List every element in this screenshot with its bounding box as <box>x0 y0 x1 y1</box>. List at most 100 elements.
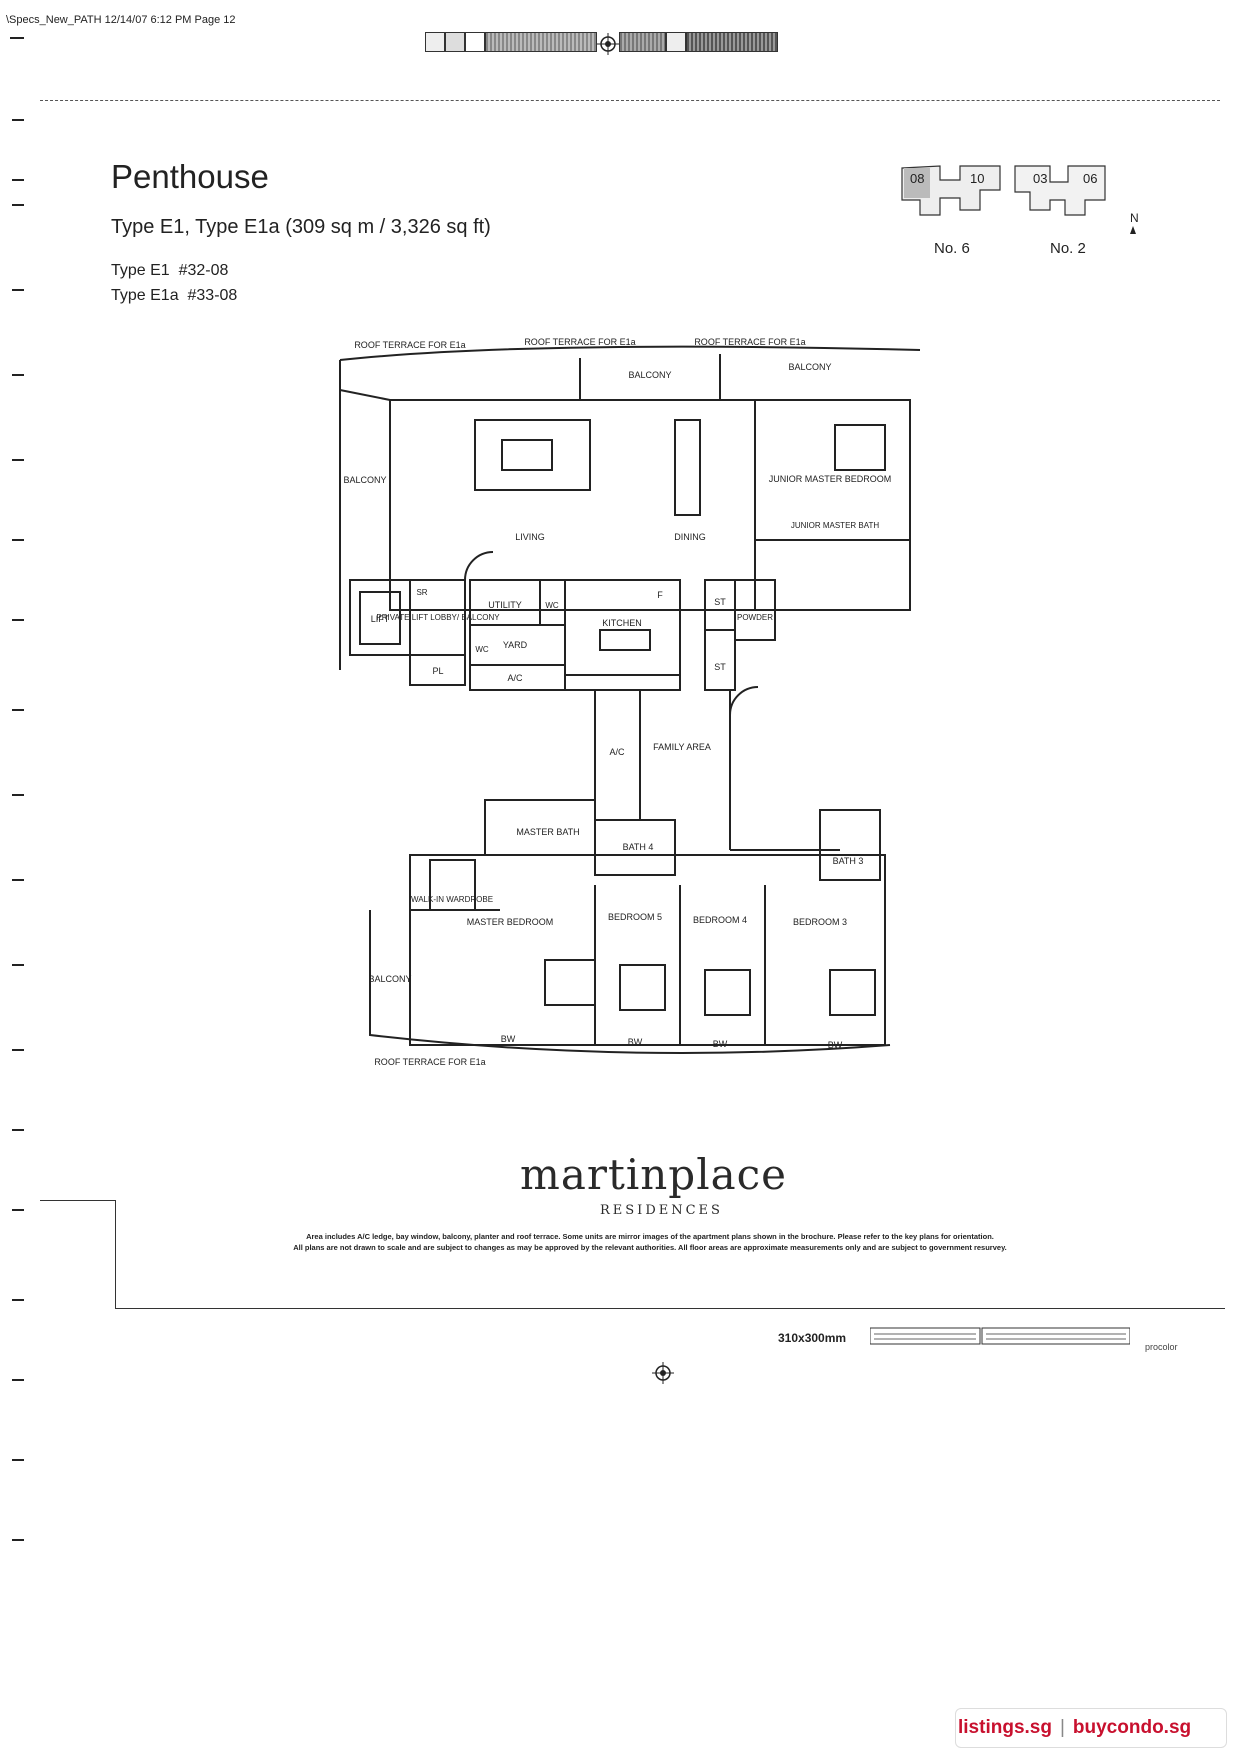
lower-block-wall <box>409 854 886 1046</box>
unit-number: #33-08 <box>187 287 238 304</box>
label-walk-in-wardrobe: WALK-IN WARDROBE <box>411 895 493 904</box>
dining-table <box>674 419 701 516</box>
label-balcony: BALCONY <box>628 370 671 380</box>
door-swing <box>729 686 759 716</box>
label-fridge: F <box>657 590 663 600</box>
label-bay-window: BW <box>628 1037 643 1047</box>
colorbar-cell <box>686 32 778 52</box>
label-bedroom5: BEDROOM 5 <box>608 912 662 922</box>
label-kitchen: KITCHEN <box>602 618 642 628</box>
kitchen-wall <box>564 579 681 691</box>
north-arrow-icon <box>1130 226 1136 234</box>
label-roof-terrace: ROOF TERRACE FOR E1a <box>354 340 465 350</box>
trim-line <box>40 1200 115 1201</box>
label-bath4: BATH 4 <box>623 842 654 852</box>
upper-block-wall <box>389 399 911 611</box>
colorbar-cell <box>485 32 597 52</box>
label-family-area: FAMILY AREA <box>653 742 711 752</box>
bed-5 <box>619 964 666 1011</box>
colorbar-cell <box>666 32 686 52</box>
label-sr: SR <box>416 588 427 597</box>
label-living: LIVING <box>515 532 545 542</box>
coffee-table <box>501 439 553 471</box>
label-master-bath: MASTER BATH <box>516 827 579 837</box>
print-info-strip <box>870 1327 1130 1345</box>
kitchen-island <box>599 629 651 651</box>
unit-line-e1a: Type E1a #33-08 <box>111 287 237 305</box>
bed-3 <box>829 969 876 1016</box>
trim-line <box>115 1200 116 1308</box>
footer-link-listings[interactable]: listings.sg <box>958 1717 1052 1738</box>
trim-line <box>115 1308 1225 1309</box>
sofa-outline <box>474 419 591 491</box>
procolor-mark: procolor <box>1145 1342 1178 1352</box>
bath4-wall <box>594 819 676 876</box>
label-private-lift-lobby: PRIVATE LIFT LOBBY/ BALCONY <box>376 613 500 622</box>
label-utility: UTILITY <box>488 600 522 610</box>
unit-type: Type E1a <box>111 287 179 304</box>
label-bath3: BATH 3 <box>833 856 864 866</box>
bed-junior-master <box>834 424 886 471</box>
label-powder: POWDER <box>737 613 773 622</box>
bed-4 <box>704 969 751 1016</box>
disclaimer-line-2: All plans are not drawn to scale and are… <box>293 1243 1007 1252</box>
door-swing <box>464 551 494 581</box>
colorbar-cell <box>425 32 445 52</box>
key-stack-10: 10 <box>970 171 984 186</box>
label-roof-terrace: ROOF TERRACE FOR E1a <box>374 1057 485 1067</box>
brand-logo: martinplace <box>520 1150 788 1199</box>
label-lift: LIFT <box>371 614 390 624</box>
floor-plan: ROOF TERRACE FOR E1a ROOF TERRACE FOR E1… <box>339 337 921 1067</box>
north-label: N <box>1130 211 1139 225</box>
bath3-wall <box>819 809 881 881</box>
key-plan: 08 10 03 06 No. 6 No. 2 N <box>901 165 1139 257</box>
label-roof-terrace: ROOF TERRACE FOR E1a <box>524 337 635 347</box>
label-wc: WC <box>545 601 559 610</box>
roof-terrace-edge-bottom <box>369 910 891 1054</box>
file-slug: \Specs_New_PATH 12/14/07 6:12 PM Page 12 <box>6 14 236 26</box>
bed-master <box>544 959 596 1006</box>
footer-link-buycondo[interactable]: buycondo.sg <box>1072 1717 1192 1738</box>
label-bay-window: BW <box>828 1040 843 1050</box>
unit-type-area: Type E1, Type E1a (309 sq m / 3,326 sq f… <box>111 216 491 238</box>
unit-number: #32-08 <box>178 262 229 279</box>
label-balcony: BALCONY <box>343 475 386 485</box>
pl-wall <box>409 654 466 686</box>
powder-wall <box>734 579 776 641</box>
label-junior-master-bedroom: JUNIOR MASTER BEDROOM <box>769 474 892 484</box>
label-bay-window: BW <box>501 1034 516 1044</box>
key-stack-08: 08 <box>910 171 924 186</box>
key-block-2: No. 2 <box>1050 240 1086 257</box>
top-trim-line <box>40 100 1220 101</box>
registration-mark-icon <box>597 33 619 55</box>
unit-type: Type E1 <box>111 262 170 279</box>
key-block-6: No. 6 <box>934 240 970 257</box>
label-store: ST <box>714 662 726 672</box>
label-pl: PL <box>432 666 443 676</box>
margin-ticks <box>10 37 24 1541</box>
key-stack-03: 03 <box>1033 171 1047 186</box>
label-ac: A/C <box>507 673 523 683</box>
label-roof-terrace: ROOF TERRACE FOR E1a <box>694 337 805 347</box>
colorbar-cell <box>465 32 485 52</box>
lift-car <box>359 591 401 645</box>
label-bedroom4: BEDROOM 4 <box>693 915 747 925</box>
brand-logo-sub: RESIDENCES <box>600 1203 723 1218</box>
footer-badge <box>955 1708 1227 1748</box>
disclaimer-line-1: Area includes A/C ledge, bay window, bal… <box>306 1232 994 1241</box>
colorbar-cell <box>445 32 465 52</box>
page-title: Penthouse <box>111 158 269 195</box>
label-bedroom3: BEDROOM 3 <box>793 917 847 927</box>
label-balcony: BALCONY <box>788 362 831 372</box>
label-store: ST <box>714 597 726 607</box>
wall <box>339 389 391 401</box>
label-junior-master-bath: JUNIOR MASTER BATH <box>791 521 880 530</box>
label-ac: A/C <box>609 747 625 757</box>
footer-links: listings.sg|buycondo.sg <box>958 1717 1191 1739</box>
registration-mark-icon <box>652 1362 674 1384</box>
key-stack-06: 06 <box>1083 171 1097 186</box>
roof-terrace-edge-top <box>339 345 921 361</box>
label-yard: YARD <box>503 640 528 650</box>
label-bay-window: BW <box>713 1039 728 1049</box>
label-wc: WC <box>475 645 489 654</box>
